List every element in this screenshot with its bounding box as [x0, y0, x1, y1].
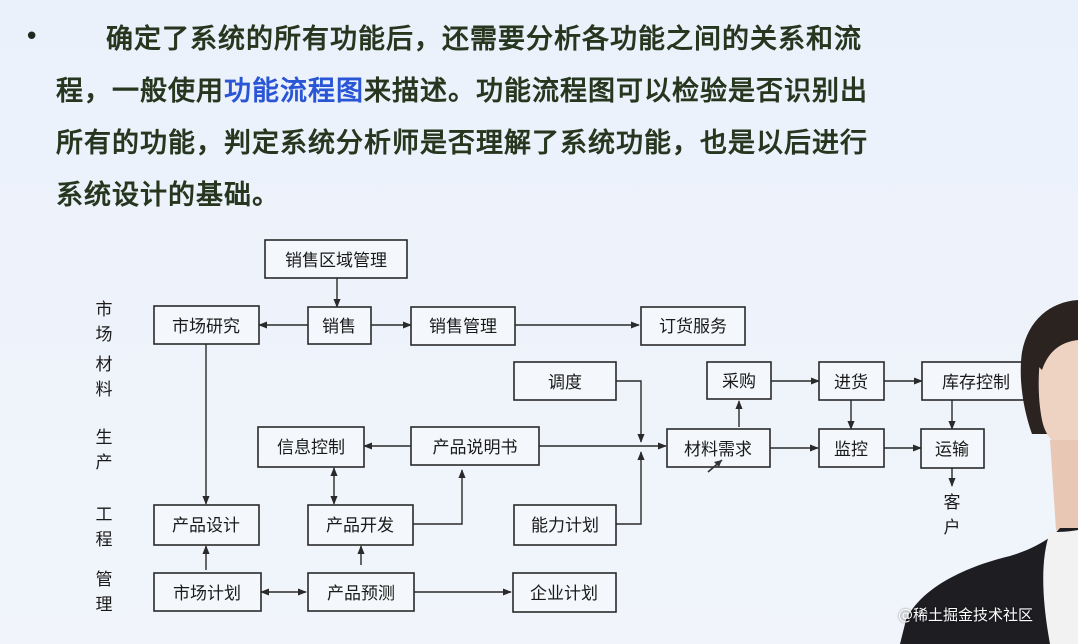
- node-transport: 运输: [920, 428, 985, 469]
- node-procurement: 采购: [706, 361, 772, 400]
- node-scheduling: 调度: [513, 361, 617, 401]
- node-monitoring-label: 监控: [834, 440, 868, 460]
- node-capacity-plan: 能力计划: [513, 504, 617, 546]
- node-monitoring: 监控: [818, 428, 885, 468]
- node-market-research: 市场研究: [153, 305, 260, 345]
- node-sales-management: 销售管理: [410, 306, 516, 346]
- pointer-cursor-icon: [707, 459, 723, 473]
- node-order-service: 订货服务: [640, 306, 746, 346]
- side-label-5: 生: [96, 428, 113, 448]
- node-inventory-control-label: 库存控制: [942, 373, 1010, 393]
- slide-paragraph: 确定了系统的所有功能后，还需要分析各功能之间的关系和流 程，一般使用功能流程图来…: [56, 14, 976, 222]
- diagram-edges: [202, 278, 956, 596]
- node-product-design-label: 产品设计: [172, 516, 240, 536]
- customer-label-2: 户: [944, 518, 961, 538]
- edge-schedule-down: [616, 380, 645, 443]
- side-label-8: 程: [96, 530, 113, 550]
- node-capacity-plan-label: 能力计划: [531, 516, 599, 536]
- customer-label-1: 客: [944, 493, 961, 513]
- node-product-dev-label: 产品开发: [326, 516, 394, 536]
- side-label-6: 产: [96, 453, 113, 473]
- node-sales-label: 销售: [322, 317, 356, 337]
- node-scheduling-label: 调度: [548, 373, 582, 393]
- node-product-forecast: 产品预测: [307, 572, 415, 612]
- highlight-term: 功能流程图: [224, 76, 364, 107]
- node-sales-management-label: 销售管理: [429, 317, 497, 337]
- paragraph-line-4: 系统设计的基础。: [56, 180, 280, 211]
- side-label-10: 理: [96, 595, 113, 615]
- node-order-service-label: 订货服务: [659, 317, 727, 337]
- node-market-research-label: 市场研究: [172, 317, 240, 337]
- node-market-plan: 市场计划: [153, 572, 262, 612]
- side-label-4: 料: [96, 380, 113, 400]
- node-sales-region-label: 销售区域管理: [285, 251, 387, 271]
- customer-label: 客 户: [944, 493, 961, 538]
- watermark: @稀土掘金技术社区: [898, 606, 1034, 624]
- node-product-manual: 产品说明书: [410, 426, 540, 466]
- paragraph-line-1: 确定了系统的所有功能后，还需要分析各功能之间的关系和流: [106, 24, 862, 55]
- node-market-plan-label: 市场计划: [173, 584, 241, 604]
- node-inventory-control: 库存控制: [921, 361, 1031, 401]
- node-procurement-label: 采购: [722, 372, 756, 392]
- node-sales-region: 销售区域管理: [264, 239, 408, 279]
- side-label-3: 材: [96, 355, 113, 375]
- edge-capacity-up: [616, 451, 645, 525]
- node-product-dev: 产品开发: [307, 504, 414, 546]
- paragraph-line-2-start: 程，一般使用: [56, 76, 224, 107]
- side-label-2: 场: [96, 325, 113, 345]
- side-label-9: 管: [96, 570, 113, 590]
- node-enterprise-plan: 企业计划: [512, 572, 617, 613]
- paragraph-line-3: 所有的功能，判定系统分析师是否理解了系统功能，也是以后进行: [56, 128, 868, 159]
- node-product-manual-label: 产品说明书: [433, 438, 518, 458]
- presenter-image: [900, 300, 1078, 644]
- node-product-design: 产品设计: [153, 504, 260, 546]
- side-label-7: 工: [96, 505, 113, 525]
- bullet-marker: •: [24, 22, 40, 52]
- node-product-forecast-label: 产品预测: [327, 584, 395, 604]
- paragraph-line-2-end: 来描述。功能流程图可以检验是否识别出: [364, 76, 868, 107]
- node-material-demand-label: 材料需求: [684, 440, 752, 460]
- node-sales: 销售: [307, 306, 372, 345]
- node-transport-label: 运输: [935, 440, 969, 460]
- node-info-control-label: 信息控制: [277, 438, 345, 458]
- node-purchase-label: 进货: [834, 373, 868, 393]
- node-material-demand: 材料需求: [666, 428, 771, 468]
- side-labels: 市 场 材 料 生 产 工 程 管 理: [96, 300, 113, 615]
- side-label-1: 市: [96, 300, 113, 320]
- node-info-control: 信息控制: [257, 426, 365, 468]
- node-enterprise-plan-label: 企业计划: [530, 584, 598, 604]
- paragraph-line-2: 程，一般使用功能流程图来描述。功能流程图可以检验是否识别出: [56, 66, 976, 118]
- edge-dev-to-manual: [413, 469, 466, 525]
- node-purchase: 进货: [818, 361, 885, 401]
